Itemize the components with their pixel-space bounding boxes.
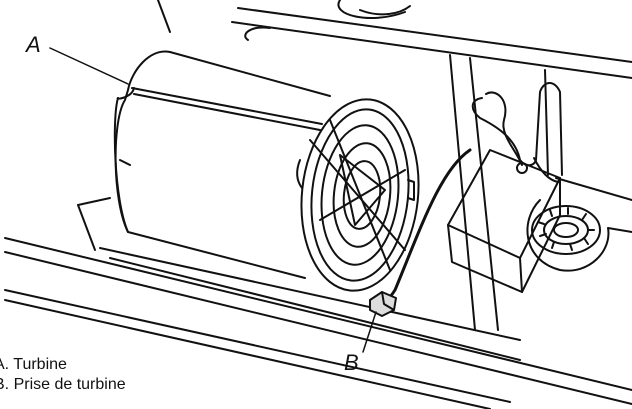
legend-item-turbine: A. Turbine: [0, 356, 67, 373]
legend: A. Turbine B. Prise de turbine: [0, 355, 126, 395]
callout-a: A: [26, 32, 41, 57]
turbine: [113, 50, 420, 292]
leader-lines: [49, 47, 377, 353]
legend-item-turbine-plug: B. Prise de turbine: [0, 376, 126, 393]
round-connector: [526, 177, 632, 272]
leader-line-b: [362, 311, 377, 353]
control-box: [447, 82, 563, 293]
turbine-plug: [369, 291, 397, 317]
chassis-frame: [157, 0, 632, 331]
callout-b: B: [344, 350, 359, 375]
base-rails: [4, 197, 632, 409]
leader-line-a: [49, 47, 129, 85]
